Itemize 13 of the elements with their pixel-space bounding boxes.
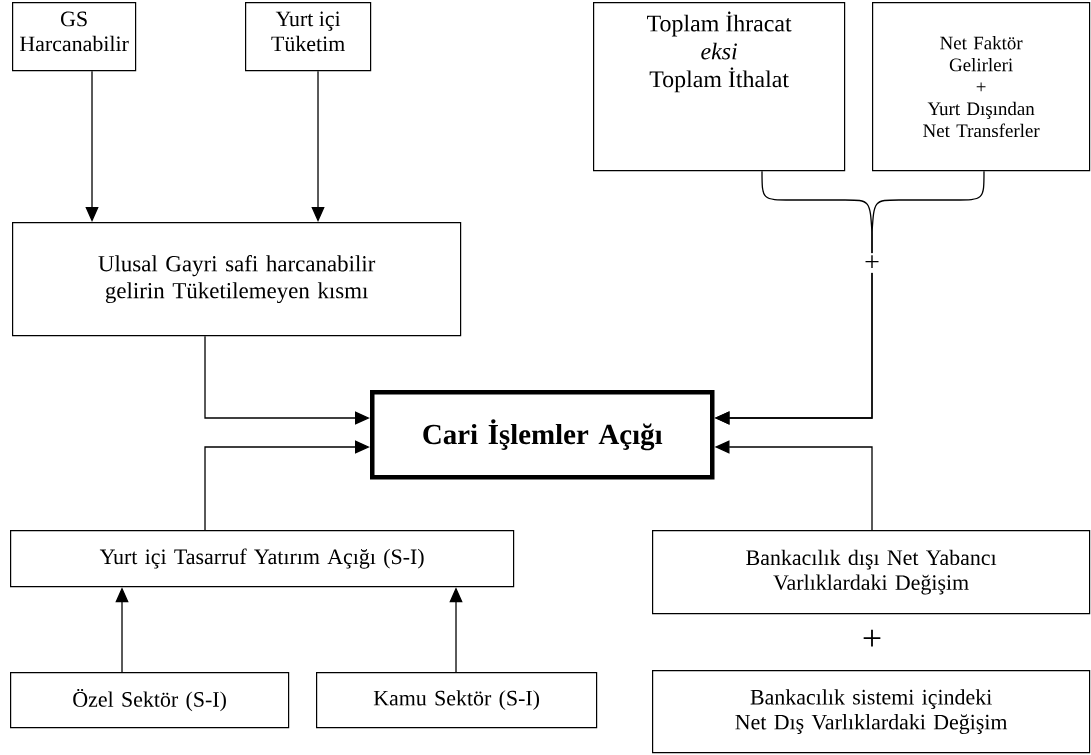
- plus-sign: +: [862, 253, 882, 273]
- text-box: Net Faktör Gelirleri + Yurt Dışından Net Transferler: [872, 2, 1091, 172]
- text-box: Ulusal Gayri safi harcanabilir gelirin Tüketilemeyen kısmı: [12, 222, 462, 337]
- plus-sign: +: [859, 627, 885, 653]
- text-box: Özel Sektör (S-I): [10, 672, 290, 729]
- text-box: GS Harcanabilir: [12, 2, 137, 72]
- text-box: Toplam İhracat eksi Toplam İthalat: [593, 2, 846, 172]
- result-box: Cari İşlemler Açığı: [370, 390, 715, 480]
- text-box: Bankacılık sistemi içindeki Net Dış Varlıklardaki Değişim: [652, 670, 1091, 754]
- text-box: Bankacılık dışı Net Yabancı Varlıklardaki Değişim: [652, 530, 1091, 615]
- text-box: Kamu Sektör (S-I): [316, 672, 598, 729]
- text-box: Yurt içi Tasarruf Yatırım Açığı (S-I): [10, 530, 515, 588]
- text-box: Yurt içi Tüketim: [245, 2, 372, 72]
